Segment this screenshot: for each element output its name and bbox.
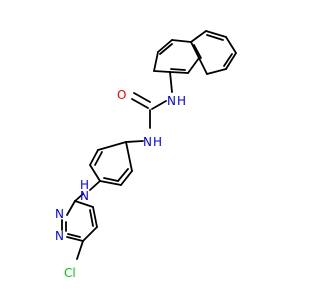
atom-n5: N	[55, 229, 64, 243]
atom-labels: N H O N H H N N N Cl	[55, 88, 186, 280]
atom-n3: N	[80, 189, 89, 203]
bond-naph-n1	[169, 71, 173, 93]
naphthalene-ring-a	[153, 39, 200, 74]
urea-group	[131, 92, 167, 129]
molecule-structure: N H O N H H N N N Cl	[55, 30, 237, 280]
atom-n1: N	[167, 94, 176, 108]
atom-cl: Cl	[64, 266, 76, 280]
phenylene-ring	[89, 140, 144, 186]
atom-o1: O	[117, 88, 126, 102]
bond-ring-n3	[89, 180, 101, 191]
bond-n3-pyridazine	[74, 193, 84, 202]
atom-n2: N	[143, 135, 152, 149]
atom-n3-h: H	[80, 178, 89, 192]
molecule-canvas: N H O N H H N N N Cl	[55, 30, 237, 280]
pyridazine-ring	[61, 200, 98, 242]
atom-n4: N	[55, 207, 64, 221]
atom-n2-h: H	[153, 135, 162, 149]
atom-n1-h: H	[177, 94, 186, 108]
naphthalene-ring-b	[190, 30, 237, 75]
bond-cl	[76, 240, 84, 260]
